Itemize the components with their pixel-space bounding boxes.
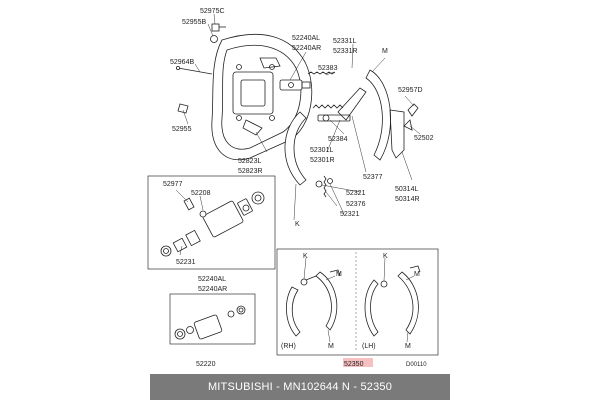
caption-text: MITSUBISHI - MN102644 N - 52350 — [207, 381, 393, 393]
hold-down-washer — [327, 178, 333, 184]
part-number-highlight — [343, 358, 373, 367]
cylinder-assembly-box — [169, 293, 256, 345]
clip — [403, 119, 413, 131]
label-52964B: 52964B — [170, 59, 194, 66]
label-52377: 52377 — [363, 174, 383, 181]
label-52955: 52955 — [172, 126, 192, 133]
adjuster-lever — [337, 87, 367, 121]
diagram-code: D00110 — [406, 362, 427, 368]
upper-spring — [312, 104, 344, 109]
label-52823L: 52823L — [238, 158, 261, 165]
label-lh: (LH) — [362, 343, 376, 350]
label-M-lh: M — [414, 271, 420, 278]
bleeder-screw — [211, 23, 226, 32]
hold-down-spring — [323, 175, 327, 198]
wheel-cylinder-top — [279, 79, 311, 91]
label-52823R: 52823R — [238, 168, 263, 175]
label-52301L: 52301L — [310, 147, 333, 154]
shoe-hold-pin — [175, 66, 213, 75]
label-52331R: 52331R — [333, 48, 358, 55]
label-52240AR-mid: 52240AR — [198, 286, 227, 293]
bleeder-cap — [210, 35, 218, 43]
adjuster-spring — [307, 71, 336, 75]
plate-plug — [177, 103, 189, 114]
label-52231: 52231 — [176, 259, 196, 266]
label-50314R: 50314R — [395, 196, 420, 203]
label-52384: 52384 — [328, 136, 348, 143]
label-M-rh: M — [336, 271, 342, 278]
backing-plate — [211, 34, 313, 160]
label-52301R: 52301R — [310, 157, 335, 164]
label-52955B: 52955B — [182, 19, 206, 26]
brake-shoe-rear — [365, 69, 391, 161]
parking-brake-lever — [389, 109, 405, 159]
label-50314L: 50314L — [395, 186, 418, 193]
label-52321-b: 52321 — [340, 211, 360, 218]
label-52321-a: 52321 — [346, 190, 366, 197]
label-52208: 52208 — [191, 190, 211, 197]
label-52240AL-mid: 52240AL — [198, 276, 226, 283]
wheel-cylinder-box — [147, 175, 276, 270]
label-M-rh-bottom: M — [328, 343, 334, 350]
leader-lines — [182, 13, 421, 221]
brake-shoe-kit-box — [276, 248, 439, 356]
label-52240AR-top: 52240AR — [292, 45, 321, 52]
label-K-rh: K — [303, 253, 308, 260]
label-M-top: M — [382, 48, 388, 55]
label-52350: 52350 — [344, 361, 364, 368]
label-52331L: 52331L — [333, 38, 356, 45]
part-labels: 52975C 52955B 52964B 52955 52240AL 52240… — [163, 8, 434, 368]
label-52502: 52502 — [414, 135, 434, 142]
auto-adjuster — [317, 114, 351, 122]
label-K-main: K — [295, 221, 300, 228]
retainer — [407, 103, 419, 117]
label-52957D: 52957D — [398, 87, 423, 94]
label-52376: 52376 — [346, 201, 366, 208]
label-52975C: 52975C — [200, 8, 225, 15]
label-K-lh: K — [383, 253, 388, 260]
label-rh: (RH) — [281, 343, 296, 350]
label-52977: 52977 — [163, 181, 183, 188]
label-52220: 52220 — [196, 361, 216, 368]
label-M-lh-bottom: M — [405, 343, 411, 350]
label-52240AL-top: 52240AL — [292, 35, 320, 42]
label-52383: 52383 — [318, 65, 338, 72]
brake-shoe-front — [284, 111, 307, 186]
caption-bar: MITSUBISHI - MN102644 N - 52350 — [150, 374, 450, 400]
hold-down-cup — [315, 180, 323, 188]
